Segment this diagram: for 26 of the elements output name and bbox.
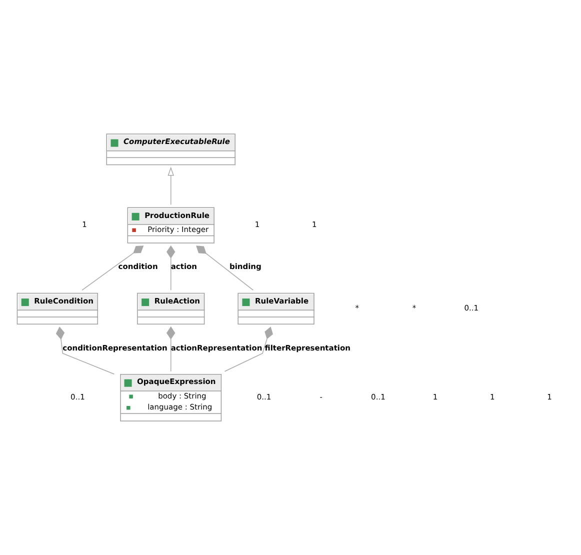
- connector: [224, 326, 273, 372]
- label: 1: [490, 392, 495, 402]
- label: 0..1: [256, 392, 272, 402]
- connector: [166, 326, 176, 372]
- edge-label: condition: [118, 262, 158, 272]
- label: 1: [432, 392, 438, 402]
- label: 1: [82, 220, 87, 230]
- connector: [82, 246, 144, 291]
- label: 1: [547, 392, 552, 402]
- label: 0..1: [371, 392, 386, 402]
- label: 1: [254, 220, 260, 230]
- connector: [56, 326, 115, 375]
- label: -: [320, 392, 322, 402]
- label: 0..1: [464, 304, 479, 313]
- edge-label: conditionRepresentation: [62, 343, 168, 352]
- arrow: [168, 166, 174, 205]
- label: *: [412, 304, 416, 313]
- label: 0..1: [70, 392, 85, 402]
- edge-label: action: [170, 262, 198, 272]
- connector: [166, 245, 176, 291]
- label: 1: [312, 220, 317, 230]
- edge-label: actionRepresentation: [170, 343, 262, 352]
- edge-label: filterRepresentation: [264, 343, 350, 352]
- connector: [196, 246, 254, 291]
- edge-label: binding: [229, 262, 262, 272]
- label: *: [355, 304, 360, 313]
